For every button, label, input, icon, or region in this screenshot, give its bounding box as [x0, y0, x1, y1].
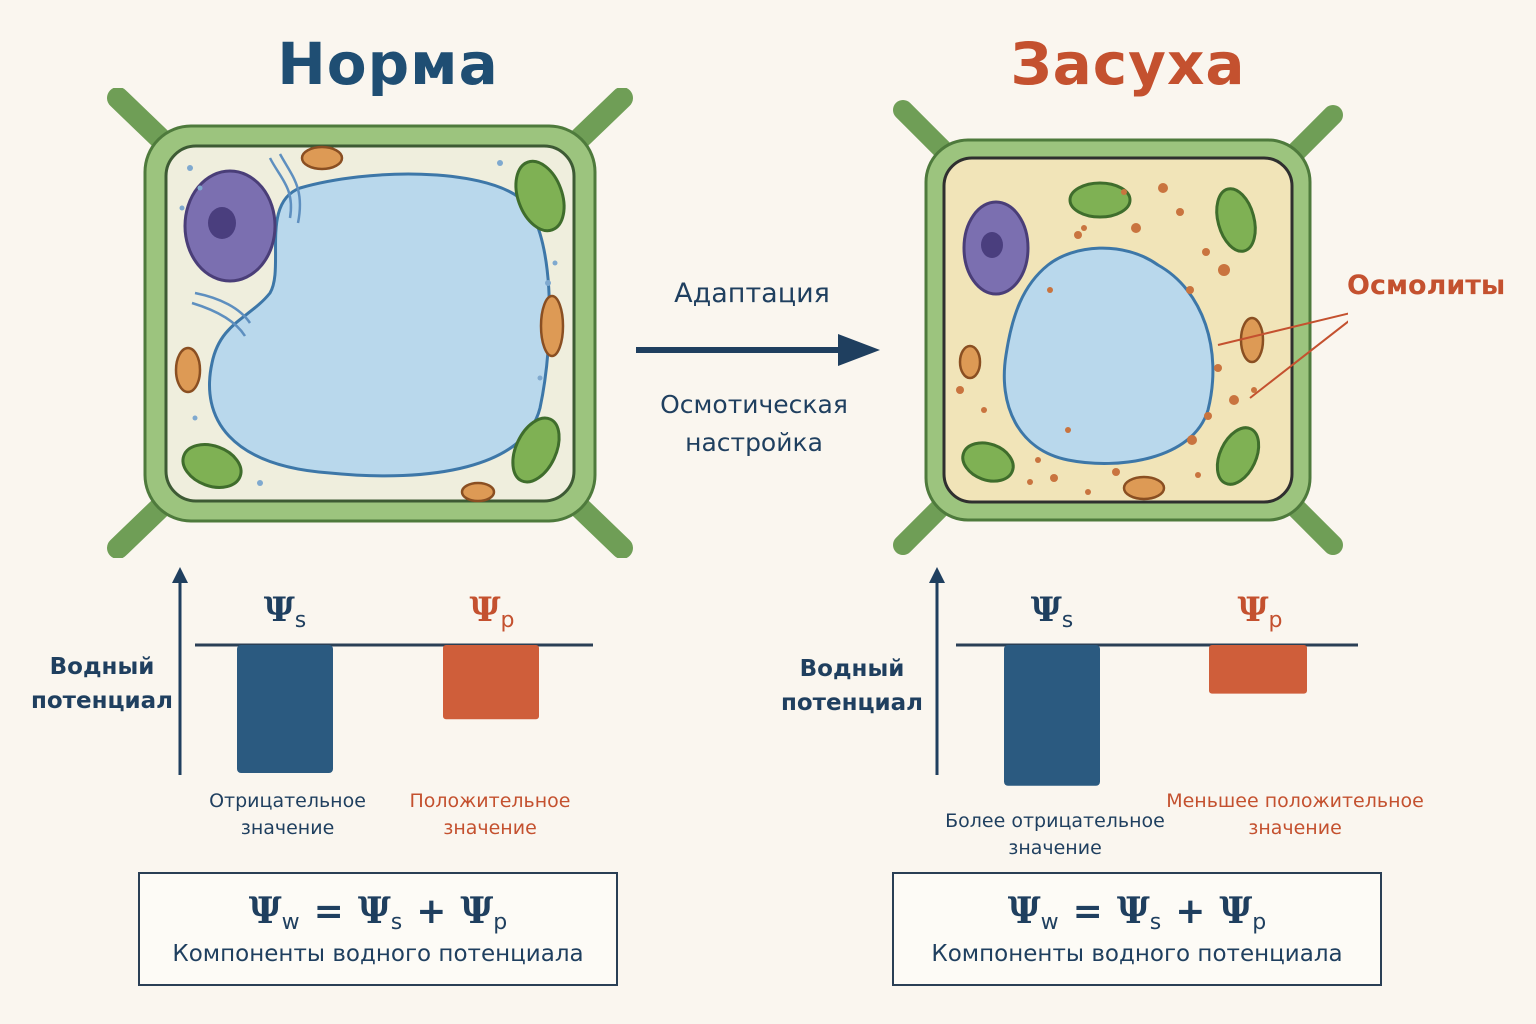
osmolyte-pointer	[1217, 312, 1348, 346]
bar-psi-s	[237, 645, 333, 773]
chloroplast	[514, 159, 566, 233]
psi-s-label: Ψs	[263, 590, 307, 633]
mitochondrion	[958, 344, 982, 380]
adaptation-label: Адаптация	[674, 278, 830, 309]
equation-caption: Компоненты водного потенциала	[931, 941, 1343, 967]
adaptation-arrow	[636, 334, 880, 366]
equation-box-normal: Ψw=Ψs+Ψp Компоненты водного потенциала	[138, 872, 618, 986]
vacuole	[1002, 246, 1215, 465]
chloroplast	[511, 416, 561, 484]
bar-psi-s	[1004, 645, 1100, 786]
chart-normal	[172, 567, 593, 775]
psi-s-label: Ψs	[1030, 590, 1074, 633]
chloroplast	[1215, 426, 1261, 486]
cell-normal	[107, 88, 633, 558]
osmotic-adjustment-label: Осмотическая настройка	[660, 390, 848, 457]
equation: Ψw=Ψs+Ψp	[248, 890, 508, 935]
mitochondrion	[174, 346, 202, 394]
osmolytes-label: Осмолиты	[1347, 270, 1506, 301]
mitochondrion	[1239, 316, 1265, 364]
equation-box-drought: Ψw=Ψs+Ψp Компоненты водного потенциала	[892, 872, 1382, 986]
bar-psi-p	[1209, 645, 1307, 694]
chloroplast	[1068, 181, 1132, 219]
chloroplast	[1215, 187, 1257, 253]
chloroplast	[961, 441, 1015, 483]
osmolyte-pointer	[1249, 320, 1348, 399]
psi-p-label: Ψp	[469, 590, 515, 633]
equation: Ψw=Ψs+Ψp	[1007, 890, 1267, 935]
chloroplast	[181, 443, 243, 489]
mitochondrion	[539, 294, 565, 358]
mitochondrion	[460, 481, 496, 503]
chart-drought	[929, 567, 1358, 786]
nucleolus	[208, 207, 236, 239]
cell-drought	[893, 100, 1348, 555]
equation-caption: Компоненты водного потенциала	[172, 941, 584, 967]
mitochondrion	[1122, 475, 1166, 501]
mitochondrion	[300, 145, 344, 171]
title-normal: Норма	[277, 30, 499, 98]
bar-psi-p	[443, 645, 539, 720]
psi-p-label: Ψp	[1237, 590, 1283, 633]
nucleolus	[981, 232, 1003, 258]
title-drought: Засуха	[1010, 30, 1246, 98]
